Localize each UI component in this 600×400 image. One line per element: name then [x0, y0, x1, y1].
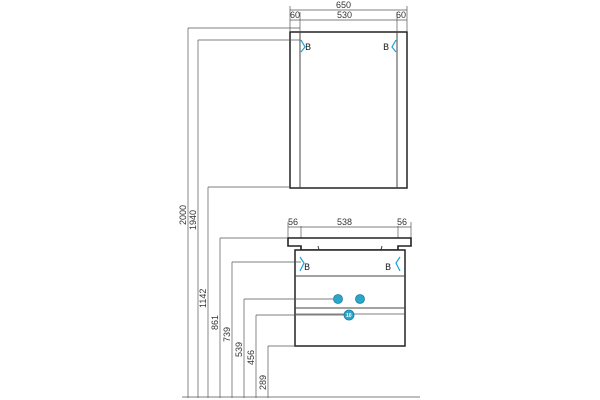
height-861-label: 861 — [210, 315, 220, 330]
cold-water-connection-icon — [333, 294, 343, 304]
vanity-cabinet-body — [294, 249, 406, 347]
height-1940-label: 1940 — [188, 210, 198, 230]
height-2000-label: 2000 — [178, 205, 188, 225]
height-289-label: 289 — [258, 375, 268, 390]
height-1142-label: 1142 — [198, 289, 208, 308]
vanity-inner-width-label: 538 — [337, 217, 352, 227]
vanity-right-hinge-mark — [395, 256, 401, 272]
drain-connection-label: 10 — [346, 313, 352, 319]
vanity-basin-top — [287, 237, 412, 251]
mirror-inner-width-label: 530 — [337, 10, 352, 20]
mirror-right-hinge-label: B — [383, 43, 389, 53]
height-539-label: 539 — [234, 342, 244, 357]
mirror-right-side-label: 60 — [396, 10, 406, 20]
vanity-left-side-label: 56 — [288, 217, 298, 227]
vanity-left-hinge-mark — [299, 256, 305, 272]
mirror-right-hinge-mark — [391, 39, 397, 53]
vanity-right-side-label: 56 — [397, 217, 407, 227]
vanity-unit: 56 538 56 B B 10 — [287, 217, 412, 347]
mirror-left-hinge-mark — [300, 39, 306, 53]
height-739-label: 739 — [222, 327, 232, 342]
mirror-total-width-label: 650 — [336, 0, 351, 10]
height-456-label: 456 — [246, 350, 256, 365]
mirror-cabinet-body — [289, 31, 408, 189]
mirror-cabinet: B B 650 60 530 60 — [289, 0, 408, 189]
vanity-left-hinge-label: B — [304, 263, 310, 273]
mirror-left-side-label: 60 — [290, 10, 300, 20]
vanity-right-hinge-label: B — [385, 263, 391, 273]
height-dimensions: 2000 1940 1142 861 739 539 456 289 — [178, 27, 420, 398]
mirror-left-hinge-label: B — [305, 43, 311, 53]
hot-water-connection-icon — [355, 294, 365, 304]
